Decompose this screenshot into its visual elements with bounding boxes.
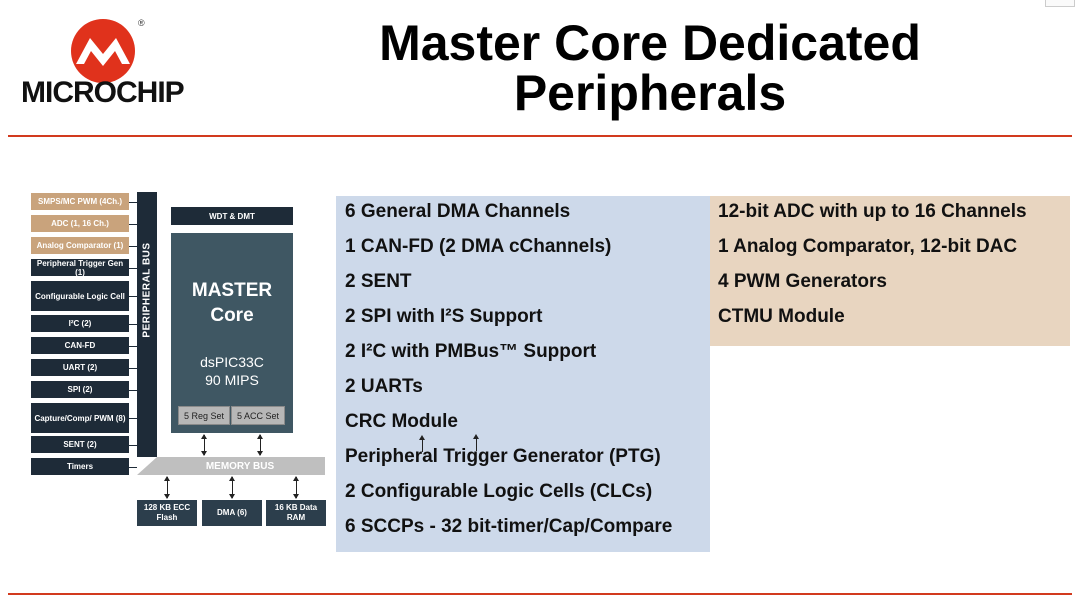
peripheral-connector: [129, 296, 137, 297]
bottom-divider: [8, 593, 1072, 595]
peripheral-block: Peripheral Trigger Gen (1): [31, 259, 129, 277]
peripheral-block: Capture/Comp/ PWM (8): [31, 403, 129, 433]
peripheral-connector: [129, 418, 137, 419]
memory-bus: [137, 457, 325, 475]
peripheral-block: SMPS/MC PWM (4Ch.): [31, 193, 129, 210]
peripheral-block: I²C (2): [31, 315, 129, 332]
reg-set-block: 5 Reg Set: [178, 406, 230, 425]
core-title-line-2: Core: [210, 305, 254, 326]
cursor-mark-2: [473, 434, 479, 451]
analog-feature-item: CTMU Module: [718, 306, 845, 327]
slide-title: Master Core Dedicated Peripherals: [300, 18, 1000, 118]
flash-bus-arrow: [164, 476, 170, 499]
core-feature-item: 2 Configurable Logic Cells (CLCs): [345, 481, 653, 502]
acc-set-block: 5 ACC Set: [231, 406, 285, 425]
ram-bus-arrow: [293, 476, 299, 499]
analog-feature-item: 4 PWM Generators: [718, 271, 887, 292]
peripheral-connector: [129, 268, 137, 269]
microchip-logo: ® MICROCHIP: [18, 18, 198, 113]
core-feature-item: 6 General DMA Channels: [345, 201, 571, 222]
peripheral-connector: [129, 445, 137, 446]
peripheral-bus-label: PERIPHERAL BUS: [141, 242, 153, 338]
peripheral-block: SPI (2): [31, 381, 129, 398]
core-feature-item: 2 SPI with I²S Support: [345, 306, 543, 327]
window-corner-control[interactable]: [1045, 0, 1075, 7]
cursor-mark-1: [419, 435, 425, 452]
peripheral-block: CAN-FD: [31, 337, 129, 354]
top-divider: [8, 135, 1072, 137]
core-spec: dsPIC33C 90 MIPS: [171, 353, 293, 389]
peripheral-block: Timers: [31, 458, 129, 475]
logo-wordmark: MICROCHIP: [21, 76, 185, 109]
core-features-panel: [336, 196, 710, 552]
slide-title-line-1: Master Core Dedicated: [379, 15, 921, 71]
master-core-block: [171, 233, 293, 433]
microchip-logo-icon: [71, 19, 135, 83]
wdt-dmt-block: WDT & DMT: [171, 207, 293, 225]
peripheral-connector: [129, 324, 137, 325]
core-title: MASTER Core: [171, 278, 293, 328]
core-chip: dsPIC33C: [200, 354, 264, 370]
peripheral-bus: [137, 192, 157, 457]
registered-mark: ®: [138, 18, 145, 28]
peripheral-connector: [129, 202, 137, 203]
peripheral-block: ADC (1, 16 Ch.): [31, 215, 129, 232]
core-feature-item: 1 CAN-FD (2 DMA cChannels): [345, 236, 612, 257]
core-feature-item: 6 SCCPs - 32 bit-timer/Cap/Compare: [345, 516, 673, 537]
core-bus-arrow-2: [257, 434, 263, 456]
core-feature-item: Peripheral Trigger Generator (PTG): [345, 446, 661, 467]
core-feature-item: CRC Module: [345, 411, 458, 432]
peripheral-connector: [129, 346, 137, 347]
block-diagram: SMPS/MC PWM (4Ch.) ADC (1, 16 Ch.) Analog …: [0, 0, 340, 600]
memory-bus-label: MEMORY BUS: [205, 460, 275, 472]
dma-bus-arrow: [229, 476, 235, 499]
core-speed: 90 MIPS: [205, 372, 259, 388]
analog-features-panel: [710, 196, 1070, 346]
peripheral-connector: [129, 390, 137, 391]
peripheral-connector: [129, 224, 137, 225]
core-feature-item: 2 UARTs: [345, 376, 423, 397]
peripheral-connector: [129, 368, 137, 369]
peripheral-block: SENT (2): [31, 436, 129, 453]
dma-block: DMA (6): [202, 500, 262, 526]
peripheral-block: Analog Comparator (1): [31, 237, 129, 254]
core-bus-arrow-1: [201, 434, 207, 456]
peripheral-connector: [129, 246, 137, 247]
analog-feature-item: 1 Analog Comparator, 12-bit DAC: [718, 236, 1018, 257]
analog-feature-item: 12-bit ADC with up to 16 Channels: [718, 201, 1027, 222]
peripheral-connector: [129, 467, 137, 468]
core-title-line-1: MASTER: [191, 280, 273, 301]
data-ram-block: 16 KB Data RAM: [266, 500, 326, 526]
slide-title-line-2: Peripherals: [513, 65, 787, 121]
core-feature-item: 2 SENT: [345, 271, 412, 292]
core-feature-item: 2 I²C with PMBus™ Support: [345, 341, 597, 362]
ecc-flash-block: 128 KB ECC Flash: [137, 500, 197, 526]
peripheral-block: Configurable Logic Cell: [31, 281, 129, 311]
peripheral-block: UART (2): [31, 359, 129, 376]
